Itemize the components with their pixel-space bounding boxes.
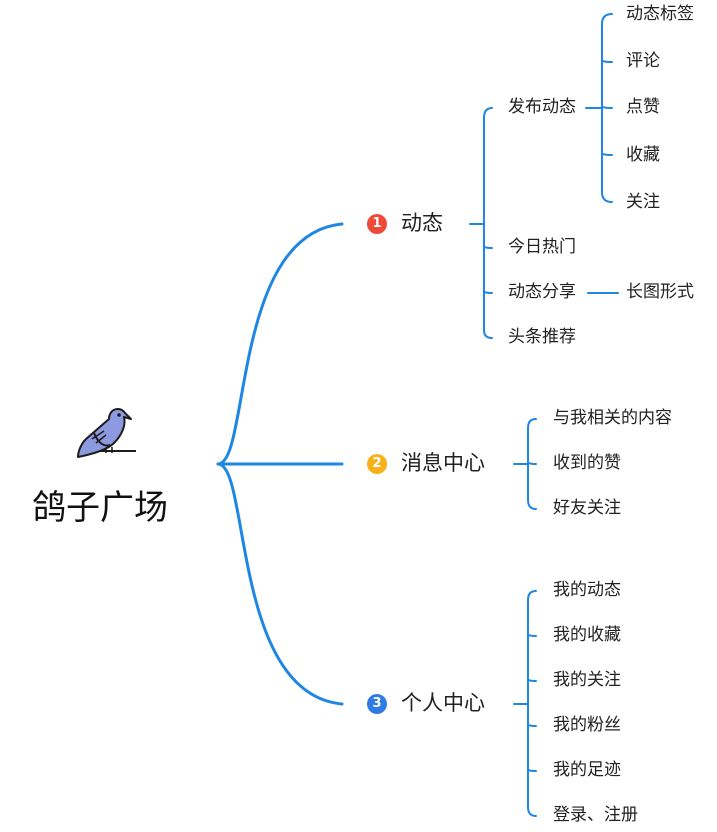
connector-b3-bracket: [527, 590, 537, 817]
branch-3-child-6: 登录、注册: [553, 805, 638, 825]
connector-root-b3: [216, 462, 344, 706]
branch-1-child-4: 头条推荐: [508, 327, 576, 347]
branch-2-badge: 2: [367, 454, 387, 474]
branch-2-label: 消息中心: [401, 451, 485, 475]
connector-b1-bracket: [483, 107, 493, 339]
branch-1-child-1-item-3: 点赞: [626, 97, 660, 117]
connector-b3-c2: [527, 633, 537, 637]
connector-b1-c1-g3: [601, 105, 613, 109]
connector-b3-c5: [527, 768, 537, 772]
branch-1-child-1-item-2: 评论: [626, 51, 660, 71]
connector-b1-c1-bracket: [601, 13, 613, 203]
connector-b2-bracket: [527, 418, 537, 510]
branch-1-child-1-item-1: 动态标签: [626, 4, 694, 24]
branch-3-child-5: 我的足迹: [553, 760, 621, 780]
connector-b1-c1-g2: [601, 59, 613, 63]
bird-icon: [77, 408, 136, 458]
connector-b3-c3: [527, 678, 537, 682]
connector-b2-c2: [527, 461, 537, 465]
branch-3-label: 个人中心: [401, 691, 485, 715]
branch-2-child-3: 好友关注: [553, 498, 621, 518]
branch-1-badge: 1: [367, 214, 387, 234]
branch-3-badge: 3: [367, 694, 387, 714]
connector-b1-c2: [483, 245, 493, 249]
connector-b3-c4: [527, 723, 537, 727]
branch-1-child-2: 今日热门: [508, 237, 576, 257]
root-title: 鸽子广场: [32, 488, 168, 528]
branch-1-child-3: 动态分享: [508, 282, 576, 302]
branch-1-child-3-item-1: 长图形式: [626, 282, 694, 302]
branch-1-child-1: 发布动态: [508, 97, 576, 117]
branch-3-child-4: 我的粉丝: [553, 715, 621, 735]
branch-3-child-1: 我的动态: [553, 580, 621, 600]
branch-2-child-1: 与我相关的内容: [553, 408, 672, 428]
branch-3-child-2: 我的收藏: [553, 625, 621, 645]
connector-b1-c1-g4: [601, 152, 613, 156]
connector-b1-c3: [483, 290, 493, 294]
connector-root-b1: [216, 222, 344, 466]
branch-1-child-1-item-4: 收藏: [626, 145, 660, 165]
branch-1-child-1-item-5: 关注: [626, 192, 660, 212]
branch-2-child-2: 收到的赞: [553, 453, 621, 473]
branch-1-label: 动态: [401, 211, 443, 235]
branch-3-child-3: 我的关注: [553, 670, 621, 690]
